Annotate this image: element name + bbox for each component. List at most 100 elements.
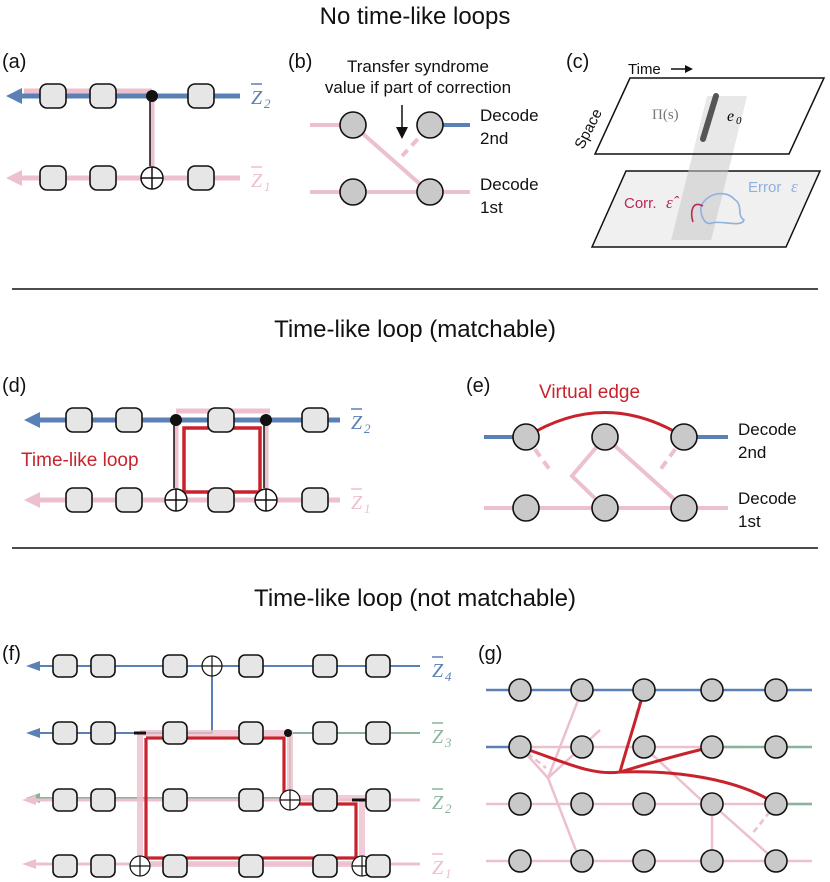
panel-label-g: (g) [478,643,502,665]
panel-label-a: (a) [2,51,26,73]
syndrome-node [700,792,724,816]
arrowhead-a-top [6,88,22,104]
syndrome-node [700,849,724,873]
panel-f: (f) Z 4 [2,643,452,881]
error-loop [700,192,745,225]
panel-e: (e) Virtual edge Decode 2nd Decode 1st [466,375,797,531]
decode-order-2nd: 2nd [480,129,508,148]
syndrome-node [416,111,444,139]
control-dot [284,729,292,737]
panel-c: (c) Time Space Π(s) e 0 Corr. ε̂ Error ε [566,51,826,248]
qubit-box [312,788,338,812]
syndrome-node [570,678,594,702]
z-subscript: 1 [364,501,371,516]
z-subscript: 2 [264,96,271,111]
syndrome-node [632,792,656,816]
arrowhead-d-top [24,412,40,428]
syndrome-node [339,111,367,139]
decode-order-2nd-e: 2nd [738,443,766,462]
qubit-box [162,721,188,745]
correction-path [690,203,704,223]
syndrome-node [508,792,532,816]
qubit-box [90,854,116,878]
dashed-edge [751,803,777,835]
qubit-box [312,854,338,878]
qubit-box [238,788,264,812]
decode-order-1st-e: 1st [738,512,761,531]
qubit-box [238,654,264,678]
section-title-not-matchable: Time-like loop (not matchable) [254,585,576,612]
error-label: Error [748,179,781,196]
z-label: Z [351,412,363,434]
qubit-box [162,788,188,812]
target-a [140,166,164,190]
qubit-box [312,654,338,678]
corr-label: Corr. [624,195,657,212]
target [254,488,278,512]
section-title-no-loops: No time-like loops [320,3,511,30]
panel-label-d: (d) [2,375,26,397]
z-label: Z [432,792,444,814]
virtual-edge [525,411,685,439]
label-z4-f: Z 4 [432,656,452,684]
virtual-edge [619,770,777,806]
target [201,655,223,677]
syndrome-node [591,494,619,522]
syndrome-node [339,178,367,206]
virtual-edge [519,745,621,775]
qubit-box [162,854,188,878]
edge [351,123,431,194]
arrowhead-a-bottom [6,170,22,186]
z-subscript: 4 [445,669,452,684]
qubit-box [115,487,143,513]
e0-label: e [727,108,734,125]
qubit-box [365,788,391,812]
qubit-box [301,487,329,513]
syndrome-node [416,178,444,206]
qubit-box [39,165,67,191]
arrowhead [26,661,40,671]
panel-label-b: (b) [288,51,312,73]
qubit-box [238,854,264,878]
z-subscript: 2 [364,421,371,436]
e0-subscript: 0 [736,115,742,127]
arrowhead [22,795,36,805]
z-label: Z [432,726,444,748]
syndrome-node [632,678,656,702]
syndrome-node [764,792,788,816]
pi-s-label: Π(s) [652,107,679,123]
decode-label-1st: Decode [480,175,539,194]
section-title-matchable: Time-like loop (matchable) [274,316,556,343]
edge [711,803,777,862]
qubit-box [365,654,391,678]
syndrome-node [670,494,698,522]
label-z2-d: Z 2 [351,408,371,436]
z-label: Z [432,857,444,879]
syndrome-node [700,678,724,702]
decode-label-1st-e: Decode [738,489,797,508]
syndrome-node [508,678,532,702]
time-arrow-head [685,65,693,73]
edge [569,435,607,510]
qubit-box [89,83,117,109]
z-subscript: 1 [445,866,452,881]
qubit-box [90,721,116,745]
qubit-box [238,721,264,745]
panel-label-c: (c) [566,51,589,73]
arrowhead [26,728,40,738]
z-label: Z [251,170,263,192]
time-like-loop-label: Time-like loop [21,450,139,471]
z-subscript: 3 [444,735,452,750]
qubit-box [90,654,116,678]
error-symbol: ε [791,177,798,196]
arrowhead-d-bottom [24,492,40,508]
qubit-box [187,165,215,191]
syndrome-node [591,423,619,451]
syndrome-node [632,735,656,759]
label-z3-f: Z 3 [432,722,452,750]
edge [546,777,582,862]
qubit-box [65,407,93,433]
syndrome-node [508,849,532,873]
syndrome-node [632,849,656,873]
